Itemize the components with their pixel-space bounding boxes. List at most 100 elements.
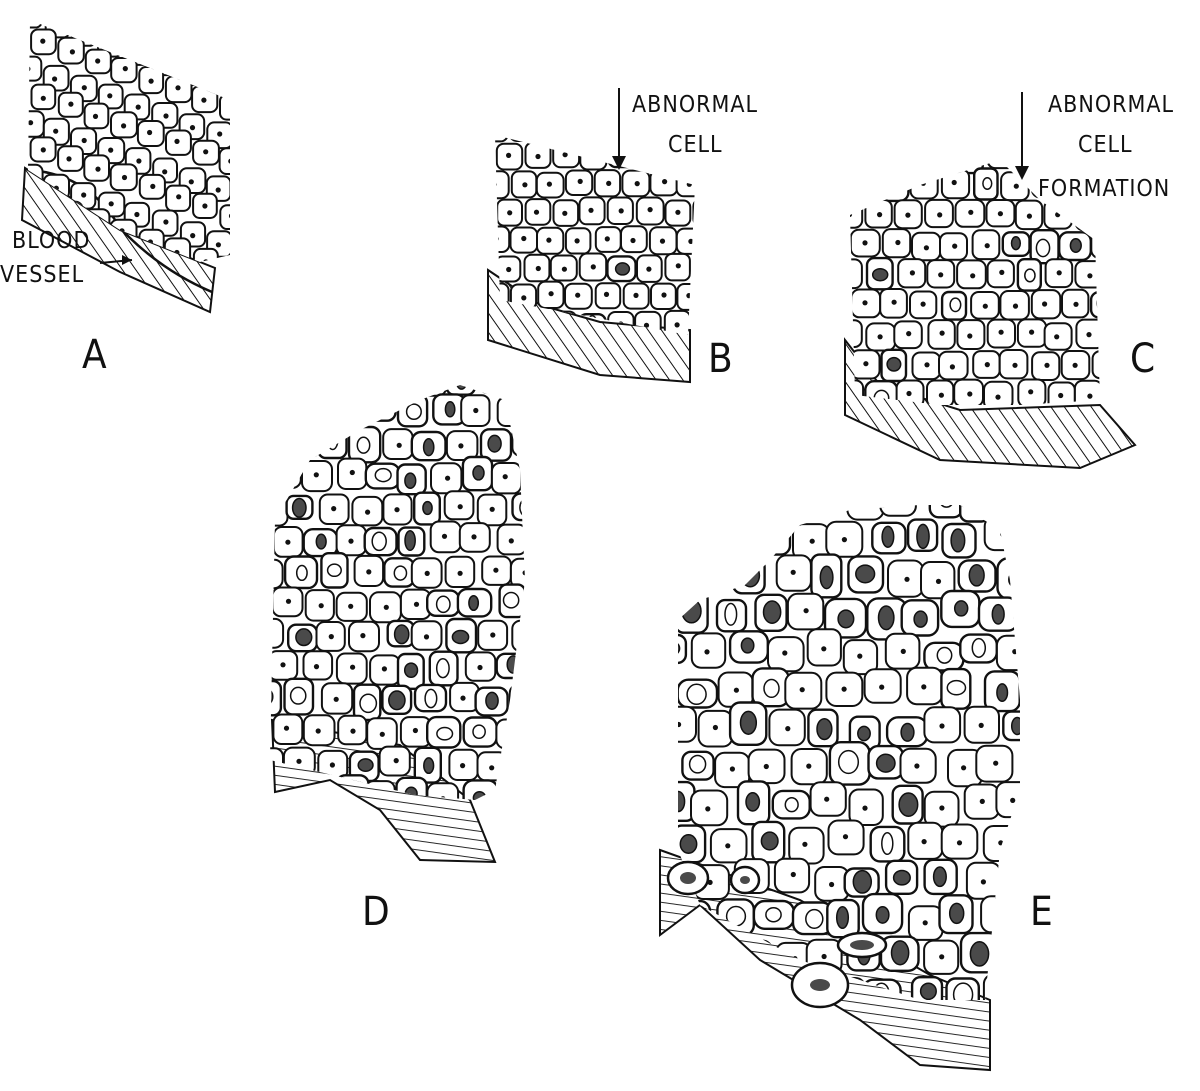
abnormal-nucleus bbox=[765, 534, 779, 549]
nucleus bbox=[802, 842, 807, 847]
nucleus bbox=[316, 728, 321, 733]
abnormal-nucleus bbox=[405, 473, 416, 488]
cell bbox=[220, 259, 246, 283]
abnormal-nucleus bbox=[955, 601, 968, 616]
abnormal-nucleus bbox=[766, 908, 781, 922]
nucleus bbox=[675, 210, 680, 215]
cell bbox=[562, 459, 590, 495]
annotation-abnormal-cell-formation: ABNORMAL CELL FORMATION bbox=[1015, 92, 1174, 202]
abnormal-nucleus bbox=[536, 661, 547, 674]
nucleus bbox=[1054, 334, 1059, 339]
cell bbox=[498, 780, 527, 809]
panel-d bbox=[253, 362, 593, 862]
nucleus bbox=[230, 106, 235, 111]
abnormal-nucleus bbox=[456, 369, 467, 389]
cell bbox=[847, 485, 883, 520]
cell bbox=[511, 368, 540, 398]
nucleus bbox=[576, 124, 581, 129]
nucleus bbox=[908, 154, 913, 159]
nucleus bbox=[458, 504, 463, 509]
abnormal-nucleus bbox=[1052, 496, 1064, 513]
nucleus bbox=[999, 270, 1004, 275]
cell bbox=[662, 1016, 697, 1052]
nucleus bbox=[1058, 393, 1063, 398]
nucleus bbox=[878, 334, 883, 339]
cell bbox=[220, 148, 245, 174]
nucleus bbox=[905, 213, 910, 218]
cell bbox=[512, 621, 541, 652]
nucleus bbox=[998, 152, 1003, 157]
nucleus bbox=[524, 633, 529, 638]
abnormal-nucleus bbox=[1116, 387, 1125, 401]
nucleus bbox=[1044, 363, 1049, 368]
nucleus bbox=[163, 113, 168, 118]
nucleus bbox=[134, 212, 139, 217]
cell bbox=[1103, 203, 1134, 225]
abnormal-nucleus bbox=[887, 358, 901, 371]
abnormal-nucleus bbox=[964, 150, 974, 167]
abnormal-nucleus bbox=[473, 725, 485, 738]
nucleus bbox=[924, 245, 929, 250]
abnormal-nucleus bbox=[940, 493, 954, 507]
abnormal-nucleus bbox=[445, 402, 454, 417]
nucleus bbox=[785, 726, 790, 731]
nucleus bbox=[329, 634, 334, 639]
nucleus bbox=[922, 839, 927, 844]
nucleus bbox=[575, 293, 580, 298]
nucleus bbox=[53, 129, 58, 134]
abnormal-nucleus bbox=[425, 689, 437, 707]
nucleus bbox=[914, 763, 919, 768]
abnormal-nucleus bbox=[761, 832, 778, 850]
nucleus bbox=[523, 439, 528, 444]
nucleus bbox=[490, 507, 495, 512]
nucleus bbox=[706, 498, 711, 503]
nucleus bbox=[1087, 273, 1092, 278]
cell bbox=[837, 142, 864, 169]
abnormal-nucleus bbox=[328, 430, 338, 450]
nucleus bbox=[550, 125, 555, 130]
cell bbox=[543, 499, 572, 522]
nucleus bbox=[490, 632, 495, 637]
nucleus bbox=[553, 631, 558, 636]
cell bbox=[677, 284, 702, 310]
nucleus bbox=[846, 270, 851, 275]
nucleus bbox=[1042, 301, 1047, 306]
nucleus bbox=[535, 154, 540, 159]
nucleus bbox=[81, 303, 86, 308]
abnormal-nucleus bbox=[886, 180, 898, 192]
nucleus bbox=[394, 507, 399, 512]
nucleus bbox=[350, 470, 355, 475]
nucleus bbox=[604, 292, 609, 297]
nucleus bbox=[998, 840, 1003, 845]
abnormal-nucleus bbox=[877, 754, 895, 772]
abnormal-nucleus bbox=[536, 597, 551, 613]
cell bbox=[544, 745, 571, 778]
abnormal-nucleus bbox=[1025, 269, 1035, 282]
panel-a bbox=[17, 3, 272, 372]
nucleus bbox=[256, 169, 261, 174]
nucleus bbox=[177, 302, 182, 307]
nucleus bbox=[202, 313, 207, 318]
nucleus bbox=[800, 687, 805, 692]
cell bbox=[1039, 789, 1068, 827]
nucleus bbox=[999, 987, 1004, 992]
cell bbox=[661, 555, 694, 597]
nucleus bbox=[82, 85, 87, 90]
nucleus bbox=[267, 632, 272, 637]
panel-label-b: B bbox=[708, 336, 733, 382]
cell bbox=[258, 811, 288, 842]
nucleus bbox=[425, 571, 430, 576]
abnormal-nucleus bbox=[1032, 680, 1044, 703]
cell bbox=[447, 365, 475, 394]
cell bbox=[693, 199, 718, 226]
nucleus bbox=[822, 954, 827, 959]
cell bbox=[692, 558, 728, 592]
cell bbox=[482, 116, 508, 141]
cell bbox=[247, 268, 272, 292]
cell bbox=[1043, 944, 1073, 974]
cell bbox=[896, 143, 924, 171]
cell bbox=[566, 115, 592, 140]
cell bbox=[235, 132, 260, 158]
nucleus bbox=[95, 58, 100, 63]
